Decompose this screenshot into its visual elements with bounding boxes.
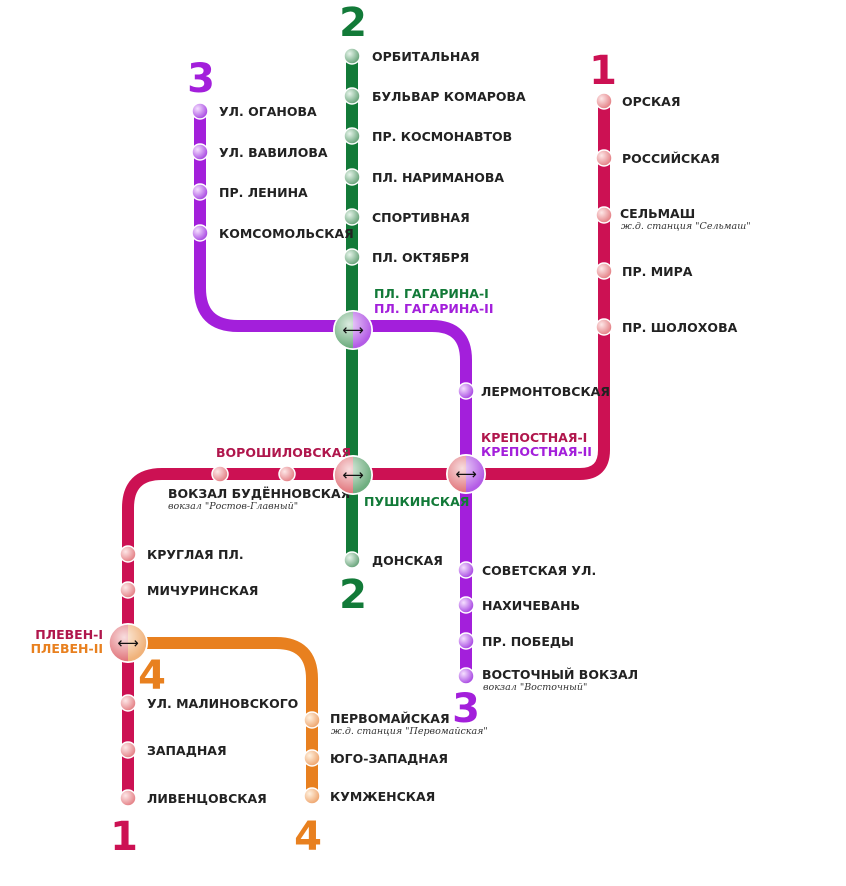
station-selmash[interactable]: СЕЛЬМАШ ж.д. станция "Сельмаш" — [595, 206, 751, 232]
svg-text:РОССИЙСКАЯ: РОССИЙСКАЯ — [622, 151, 720, 166]
station-sovetskaya[interactable]: СОВЕТСКАЯ УЛ. — [457, 561, 596, 579]
transfer-arrow-icon: ⟷ — [342, 466, 364, 484]
svg-text:МИЧУРИНСКАЯ: МИЧУРИНСКАЯ — [147, 583, 258, 598]
svg-text:УЛ. ОГАНОВА: УЛ. ОГАНОВА — [219, 104, 317, 119]
station-yugo-zapadnaya[interactable]: ЮГО-ЗАПАДНАЯ — [303, 749, 448, 767]
station-voroshilovskaya-dot[interactable] — [278, 465, 296, 483]
station-bulvar-komarova[interactable]: БУЛЬВАР КОМАРОВА — [343, 87, 526, 105]
svg-text:ОРСКАЯ: ОРСКАЯ — [622, 94, 680, 109]
transfer-gagarina[interactable]: ⟷ — [333, 310, 373, 350]
label-krepostnaya-1: КРЕПОСТНАЯ-I — [481, 430, 587, 445]
station-orskaya[interactable]: ОРСКАЯ — [595, 92, 680, 110]
svg-text:ПР. МИРА: ПР. МИРА — [622, 264, 693, 279]
station-pr-lenina[interactable]: ПР. ЛЕНИНА — [191, 183, 308, 201]
station-pl-oktyabrya[interactable]: ПЛ. ОКТЯБРЯ — [343, 248, 469, 266]
station-pervomayskaya[interactable]: ПЕРВОМАЙСКАЯ ж.д. станция "Первомайская" — [303, 711, 488, 737]
station-kruglaya[interactable]: КРУГЛАЯ ПЛ. — [119, 545, 244, 563]
svg-text:ПР. ПОБЕДЫ: ПР. ПОБЕДЫ — [482, 634, 574, 649]
svg-text:УЛ. МАЛИНОВСКОГО: УЛ. МАЛИНОВСКОГО — [147, 696, 298, 711]
svg-text:ЛИВЕНЦОВСКАЯ: ЛИВЕНЦОВСКАЯ — [147, 791, 267, 806]
station-lermontovskaya[interactable]: ЛЕРМОНТОВСКАЯ — [457, 382, 610, 400]
line-4-number-bottom: 4 — [294, 814, 322, 860]
label-krepostnaya-2: КРЕПОСТНАЯ-II — [481, 444, 592, 459]
svg-text:КУМЖЕНСКАЯ: КУМЖЕНСКАЯ — [330, 789, 435, 804]
station-orbitalnaya[interactable]: ОРБИТАЛЬНАЯ — [343, 47, 480, 65]
station-donskaya[interactable]: ДОНСКАЯ — [343, 551, 443, 569]
transfer-arrow-icon: ⟷ — [117, 634, 139, 652]
station-pr-pobedy[interactable]: ПР. ПОБЕДЫ — [457, 632, 574, 650]
label-pleven-1: ПЛЕВЕН-I — [35, 627, 103, 642]
station-rossiyskaya[interactable]: РОССИЙСКАЯ — [595, 149, 720, 167]
svg-text:ВОКЗАЛ БУДЁННОВСКАЯ: ВОКЗАЛ БУДЁННОВСКАЯ — [168, 486, 350, 501]
transfer-pleven[interactable]: ⟷ — [108, 623, 148, 663]
svg-text:КРУГЛАЯ ПЛ.: КРУГЛАЯ ПЛ. — [147, 547, 244, 562]
station-nakhichevan[interactable]: НАХИЧЕВАНЬ — [457, 596, 580, 614]
transfer-krepostnaya[interactable]: ⟷ — [446, 454, 486, 494]
transfer-pushkinskaya[interactable]: ⟷ — [333, 455, 373, 495]
station-sportivnaya[interactable]: СПОРТИВНАЯ — [343, 208, 470, 226]
svg-text:ж.д. станция "Сельмаш": ж.д. станция "Сельмаш" — [621, 221, 751, 232]
label-gagarina-1: ПЛ. ГАГАРИНА-I — [374, 286, 489, 301]
svg-text:СЕЛЬМАШ: СЕЛЬМАШ — [620, 206, 695, 221]
station-vokzal-budennovskaya[interactable]: ВОКЗАЛ БУДЁННОВСКАЯ вокзал "Ростов-Главн… — [168, 465, 350, 512]
transfer-arrow-icon: ⟷ — [342, 321, 364, 339]
svg-text:ж.д. станция "Первомайская": ж.д. станция "Первомайская" — [331, 726, 488, 737]
station-michurinskaya[interactable]: МИЧУРИНСКАЯ — [119, 581, 258, 599]
svg-text:СПОРТИВНАЯ: СПОРТИВНАЯ — [372, 210, 470, 225]
svg-text:ПР. ШОЛОХОВА: ПР. ШОЛОХОВА — [622, 320, 738, 335]
station-liventsovskaya[interactable]: ЛИВЕНЦОВСКАЯ — [119, 789, 267, 807]
svg-text:КОМСОМОЛЬСКАЯ: КОМСОМОЛЬСКАЯ — [219, 226, 354, 241]
station-voroshilovskaya[interactable]: ВОРОШИЛОВСКАЯ — [216, 445, 351, 460]
svg-text:ЗАПАДНАЯ: ЗАПАДНАЯ — [147, 743, 227, 758]
line-2-number-top: 2 — [339, 0, 367, 46]
transfer-arrow-icon: ⟷ — [455, 465, 477, 483]
svg-text:УЛ. ВАВИЛОВА: УЛ. ВАВИЛОВА — [219, 145, 328, 160]
label-gagarina-2: ПЛ. ГАГАРИНА-II — [374, 301, 493, 316]
station-ul-malinovskogo[interactable]: УЛ. МАЛИНОВСКОГО — [119, 694, 298, 712]
label-pleven-2: ПЛЕВЕН-II — [31, 641, 103, 656]
svg-text:ЮГО-ЗАПАДНАЯ: ЮГО-ЗАПАДНАЯ — [330, 751, 448, 766]
svg-text:ПЛ. ОКТЯБРЯ: ПЛ. ОКТЯБРЯ — [372, 250, 469, 265]
line-1-number-bottom: 1 — [110, 814, 138, 860]
svg-text:ПЕРВОМАЙСКАЯ: ПЕРВОМАЙСКАЯ — [330, 711, 450, 726]
svg-text:ДОНСКАЯ: ДОНСКАЯ — [372, 553, 443, 568]
svg-text:СОВЕТСКАЯ УЛ.: СОВЕТСКАЯ УЛ. — [482, 563, 596, 578]
station-vostochny[interactable]: ВОСТОЧНЫЙ ВОКЗАЛ вокзал "Восточный" — [457, 667, 638, 693]
station-pr-mira[interactable]: ПР. МИРА — [595, 262, 693, 280]
station-zapadnaya[interactable]: ЗАПАДНАЯ — [119, 741, 227, 759]
station-pl-narimanova[interactable]: ПЛ. НАРИМАНОВА — [343, 168, 504, 186]
line-4-track — [122, 637, 318, 803]
label-pushkinskaya: ПУШКИНСКАЯ — [364, 494, 469, 509]
line-3-number-top: 3 — [187, 56, 215, 102]
line-3-number-bottom: 3 — [452, 686, 480, 732]
line-3-track — [194, 104, 472, 682]
station-komsomolskaya[interactable]: КОМСОМОЛЬСКАЯ — [191, 224, 354, 242]
station-ul-oganova[interactable]: УЛ. ОГАНОВА — [191, 102, 317, 120]
station-kumzhenskaya[interactable]: КУМЖЕНСКАЯ — [303, 787, 435, 805]
svg-text:вокзал "Ростов-Главный": вокзал "Ростов-Главный" — [168, 501, 298, 512]
svg-text:ЛЕРМОНТОВСКАЯ: ЛЕРМОНТОВСКАЯ — [481, 384, 610, 399]
station-ul-vavilova[interactable]: УЛ. ВАВИЛОВА — [191, 143, 328, 161]
station-pr-kosmonavtov[interactable]: ПР. КОСМОНАВТОВ — [343, 127, 512, 145]
svg-text:БУЛЬВАР КОМАРОВА: БУЛЬВАР КОМАРОВА — [372, 89, 526, 104]
svg-text:ВОСТОЧНЫЙ ВОКЗАЛ: ВОСТОЧНЫЙ ВОКЗАЛ — [482, 667, 638, 682]
station-pr-sholokhova[interactable]: ПР. ШОЛОХОВА — [595, 318, 738, 336]
svg-text:ПР. ЛЕНИНА: ПР. ЛЕНИНА — [219, 185, 308, 200]
line-4-number-mid: 4 — [138, 653, 166, 699]
svg-text:ПР. КОСМОНАВТОВ: ПР. КОСМОНАВТОВ — [372, 129, 512, 144]
svg-text:вокзал "Восточный": вокзал "Восточный" — [483, 682, 587, 693]
line-1-number-top: 1 — [589, 48, 617, 94]
svg-text:ПЛ. НАРИМАНОВА: ПЛ. НАРИМАНОВА — [372, 170, 504, 185]
svg-text:НАХИЧЕВАНЬ: НАХИЧЕВАНЬ — [482, 598, 580, 613]
line-2-number-bottom: 2 — [339, 572, 367, 618]
svg-text:ОРБИТАЛЬНАЯ: ОРБИТАЛЬНАЯ — [372, 49, 480, 64]
